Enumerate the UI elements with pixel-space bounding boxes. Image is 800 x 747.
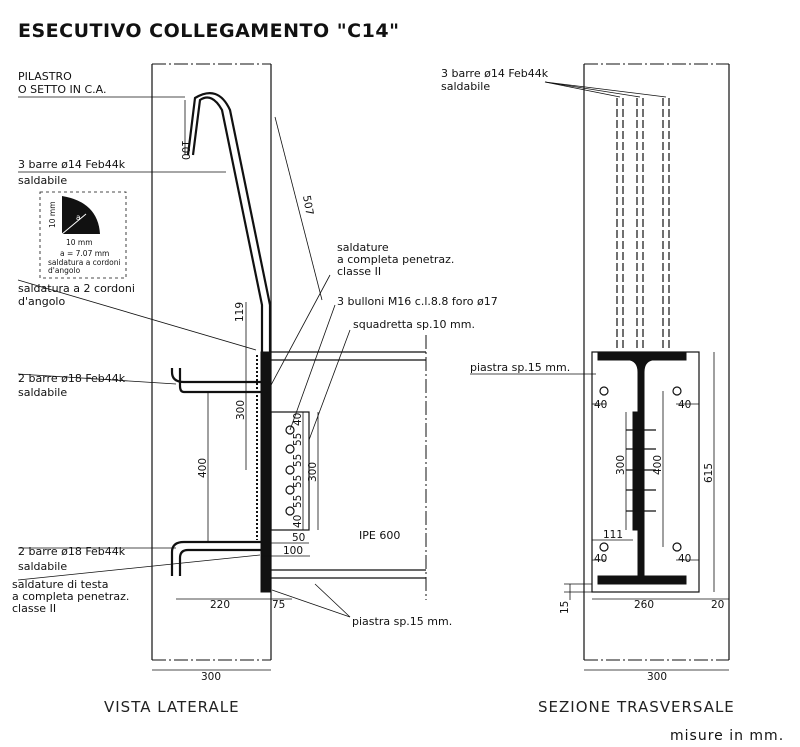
top-rebar bbox=[191, 96, 264, 352]
svg-text:40: 40 bbox=[594, 553, 607, 565]
section-angle bbox=[632, 411, 639, 531]
svg-text:300: 300 bbox=[201, 671, 221, 683]
svg-text:300: 300 bbox=[307, 462, 319, 482]
pillar-label: PILASTRO bbox=[18, 70, 72, 83]
svg-text:400: 400 bbox=[197, 458, 209, 478]
svg-text:100: 100 bbox=[283, 545, 303, 557]
svg-text:a = 7.07 mm: a = 7.07 mm bbox=[60, 249, 109, 258]
angle-cleat bbox=[270, 411, 310, 531]
section-bolts bbox=[626, 429, 656, 512]
bars-mid-label: 2 barre ø18 Feb44k bbox=[18, 372, 126, 385]
svg-text:O SETTO IN C.A.: O SETTO IN C.A. bbox=[18, 83, 106, 96]
svg-text:300: 300 bbox=[235, 400, 247, 420]
bars-bottom-label: 2 barre ø18 Feb44k bbox=[18, 545, 126, 558]
section-view-title: SEZIONE TRASVERSALE bbox=[538, 698, 735, 716]
svg-text:10 mm: 10 mm bbox=[66, 238, 93, 247]
svg-text:55: 55 bbox=[292, 454, 304, 467]
beam-label: IPE 600 bbox=[359, 529, 400, 542]
section-bars-label: 3 barre ø14 Feb44k bbox=[441, 67, 549, 80]
units-note: misure in mm. bbox=[670, 728, 784, 744]
side-leaders bbox=[17, 96, 351, 618]
svg-text:220: 220 bbox=[210, 599, 230, 611]
svg-text:111: 111 bbox=[603, 529, 623, 541]
side-view-title: VISTA LATERALE bbox=[104, 698, 240, 716]
svg-text:55: 55 bbox=[292, 475, 304, 488]
svg-text:40: 40 bbox=[678, 553, 691, 565]
anchor-holes bbox=[599, 386, 682, 552]
svg-text:saldabile: saldabile bbox=[441, 80, 490, 93]
drawing-title: ESECUTIVO COLLEGAMENTO "C14" bbox=[18, 20, 399, 42]
svg-text:a: a bbox=[76, 213, 81, 222]
svg-text:classe II: classe II bbox=[12, 602, 56, 615]
svg-text:saldabile: saldabile bbox=[18, 386, 67, 399]
section-leaders bbox=[470, 81, 667, 375]
bars-top-label: 3 barre ø14 Feb44k bbox=[18, 158, 126, 171]
butt-weld-label: saldature di testa bbox=[12, 578, 108, 591]
svg-text:615: 615 bbox=[703, 463, 715, 483]
svg-text:a completa penetraz.: a completa penetraz. bbox=[337, 253, 454, 266]
svg-text:55: 55 bbox=[292, 495, 304, 508]
svg-text:40: 40 bbox=[292, 515, 304, 528]
svg-text:d'angolo: d'angolo bbox=[48, 266, 81, 275]
svg-text:55: 55 bbox=[292, 433, 304, 446]
svg-text:300: 300 bbox=[615, 455, 627, 475]
svg-text:300: 300 bbox=[647, 671, 667, 683]
weld-detail: a 10 mm 10 mm a = 7.07 mm saldatura a co… bbox=[39, 191, 127, 279]
section-plate-label: piastra sp.15 mm. bbox=[470, 361, 570, 374]
full-weld-label: saldature bbox=[337, 241, 389, 254]
weld-angle-label: saldatura a 2 cordoni bbox=[18, 282, 135, 295]
svg-text:75: 75 bbox=[272, 599, 285, 611]
svg-text:400: 400 bbox=[652, 455, 664, 475]
svg-text:40: 40 bbox=[678, 399, 691, 411]
section-ibeam bbox=[597, 351, 687, 585]
svg-text:507: 507 bbox=[300, 194, 315, 216]
svg-text:100: 100 bbox=[179, 140, 191, 160]
svg-text:50: 50 bbox=[292, 532, 305, 544]
svg-text:d'angolo: d'angolo bbox=[18, 295, 65, 308]
svg-text:40: 40 bbox=[594, 399, 607, 411]
side-view: a 10 mm 10 mm a = 7.07 mm saldatura a co… bbox=[12, 63, 498, 716]
ipe-beam bbox=[271, 335, 427, 600]
svg-text:10 mm: 10 mm bbox=[48, 201, 57, 228]
section-rebars bbox=[616, 98, 670, 350]
bottom-rebar bbox=[170, 540, 262, 576]
svg-text:saldatura a cordoni: saldatura a cordoni bbox=[48, 258, 121, 267]
svg-text:260: 260 bbox=[634, 599, 654, 611]
section-dimensions: 40 40 300 400 615 111 40 40 15 260 20 bbox=[559, 352, 729, 683]
bolts-label: 3 bulloni M16 c.l.8.8 foro ø17 bbox=[337, 295, 498, 308]
svg-text:a completa penetraz.: a completa penetraz. bbox=[12, 590, 129, 603]
svg-text:saldabile: saldabile bbox=[18, 174, 67, 187]
svg-text:119: 119 bbox=[234, 302, 246, 322]
middle-rebar bbox=[170, 368, 262, 384]
side-dimensions: 100 507 119 300 400 300 40 55 55 55 55 4… bbox=[152, 100, 323, 683]
angle-label: squadretta sp.10 mm. bbox=[353, 318, 475, 331]
section-view: 40 40 300 400 615 111 40 40 15 260 20 bbox=[441, 63, 735, 716]
plate-label-side: piastra sp.15 mm. bbox=[352, 615, 452, 628]
svg-text:20: 20 bbox=[711, 599, 724, 611]
svg-text:saldabile: saldabile bbox=[18, 560, 67, 573]
bolts bbox=[285, 425, 295, 516]
svg-text:classe II: classe II bbox=[337, 265, 381, 278]
svg-text:15: 15 bbox=[559, 601, 571, 614]
